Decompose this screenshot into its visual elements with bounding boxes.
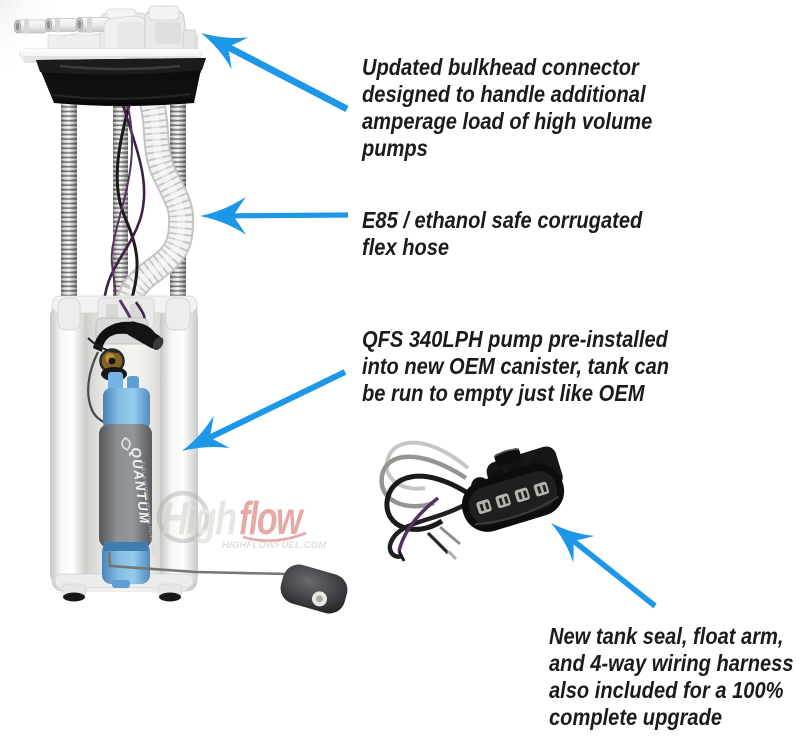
svg-text:HIGHFLOWFUEL.COM: HIGHFLOWFUEL.COM xyxy=(222,540,327,551)
svg-text:High: High xyxy=(162,493,236,544)
